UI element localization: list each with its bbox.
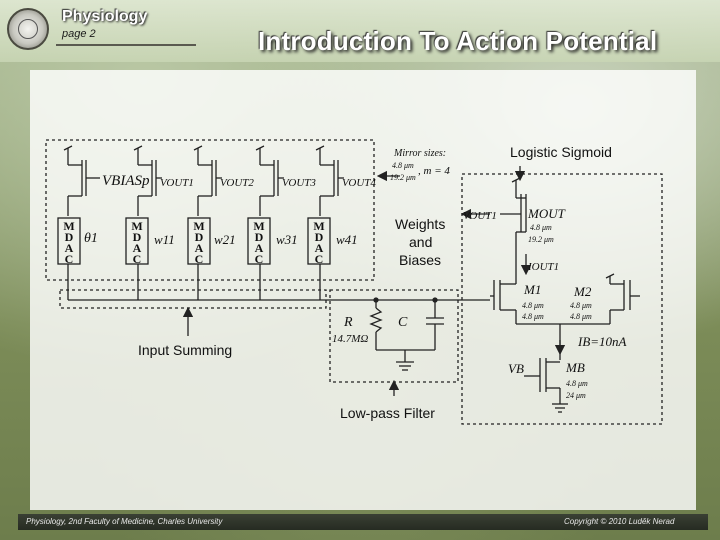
mirror-sizes-heading: Mirror sizes: (393, 148, 446, 159)
mdac-letter: A (315, 241, 324, 255)
mdac-letter: A (133, 241, 142, 255)
mirror-size-den: 19.2 μm (390, 173, 416, 182)
resistor-label: R (343, 315, 353, 330)
resistor-value: 14.7MΩ (332, 333, 368, 345)
m1-size-num: 4.8 μm (522, 301, 544, 310)
mdac-letter: C (255, 252, 264, 266)
weights-label-line3: Biases (399, 252, 441, 268)
mdac-letter: C (65, 252, 74, 266)
vout1-input-label: VOUT1 (463, 210, 497, 222)
mdac-block-5 (307, 217, 331, 265)
mdac-letter: D (255, 230, 264, 244)
mout-size-num: 4.8 μm (530, 223, 552, 232)
m2-size-num: 4.8 μm (570, 301, 592, 310)
page-number: page 2 (62, 28, 96, 40)
iout-label: IOUT1 (527, 261, 559, 273)
m1-label: M1 (523, 282, 541, 297)
mirror-size-m: , m = 4 (418, 165, 450, 177)
mdac-letter: C (133, 252, 142, 266)
mout-label: MOUT (527, 206, 566, 221)
weights-label-line2: and (409, 234, 432, 250)
mdac-block-2 (125, 217, 149, 265)
mb-label: MB (565, 360, 585, 375)
mdac-letter: A (195, 241, 204, 255)
mdac-block-3 (187, 217, 211, 265)
mb-size-num: 4.8 μm (566, 379, 588, 388)
mdac-letter: M (313, 219, 324, 233)
mout-size-den: 19.2 μm (528, 235, 554, 244)
m1-size-den: 4.8 μm (522, 312, 544, 321)
mdac-letter: M (253, 219, 264, 233)
m2-label: M2 (573, 284, 592, 299)
mdac-letter: D (195, 230, 204, 244)
footer-left-text: Physiology, 2nd Faculty of Medicine, Cha… (26, 517, 223, 526)
mdac-letter: D (315, 230, 324, 244)
mb-size-den: 24 μm (566, 391, 586, 400)
vout-label-1: VOUT1 (160, 177, 194, 189)
vb-label: VB (508, 361, 524, 376)
capacitor-label: C (398, 315, 408, 330)
mdac-letter: D (133, 230, 142, 244)
weight-label-w21: w21 (214, 232, 236, 247)
brand-title: Physiology (62, 8, 148, 25)
m2-size-den: 4.8 μm (570, 312, 592, 321)
mdac-letter: A (65, 241, 74, 255)
pmos-array (63, 145, 344, 216)
mdac-letter: D (65, 230, 74, 244)
mdac-letter: M (131, 219, 142, 233)
university-seal-icon (7, 8, 49, 50)
mdac-block-4 (247, 217, 271, 265)
footer-bar (18, 514, 708, 530)
weights-box (45, 139, 375, 281)
vout-label-2: VOUT2 (220, 177, 254, 189)
lowpass-filter-label: Low-pass Filter (340, 405, 435, 421)
summing-box (59, 289, 327, 309)
weight-label-w41: w41 (336, 232, 358, 247)
header-rule (56, 44, 196, 46)
mdac-letter: A (255, 241, 264, 255)
weight-label-w31: w31 (276, 232, 298, 247)
mdac-letter: M (63, 219, 74, 233)
weights-label-line1: Weights (395, 216, 445, 232)
mdac-letter: C (315, 252, 324, 266)
vbias-label: VBIASp (102, 173, 150, 189)
vout-label-4: VOUT4 (342, 177, 376, 189)
theta-label: θ1 (84, 231, 98, 246)
slide-title: Introduction To Action Potential (258, 26, 658, 56)
logistic-sigmoid-label: Logistic Sigmoid (510, 144, 612, 160)
mdac-block-1 (57, 217, 81, 265)
footer-copyright: Copyright © 2010 Luděk Nerad (564, 517, 675, 526)
header-band (0, 0, 720, 62)
ib-label: IB=10nA (577, 334, 627, 349)
vout-label-3: VOUT3 (282, 177, 316, 189)
mdac-letter: C (195, 252, 204, 266)
input-summing-label: Input Summing (138, 342, 232, 358)
mdac-letter: M (193, 219, 204, 233)
mirror-size-num: 4.8 μm (392, 161, 414, 170)
sigmoid-box (461, 173, 663, 425)
weight-label-w11: w11 (154, 232, 175, 247)
